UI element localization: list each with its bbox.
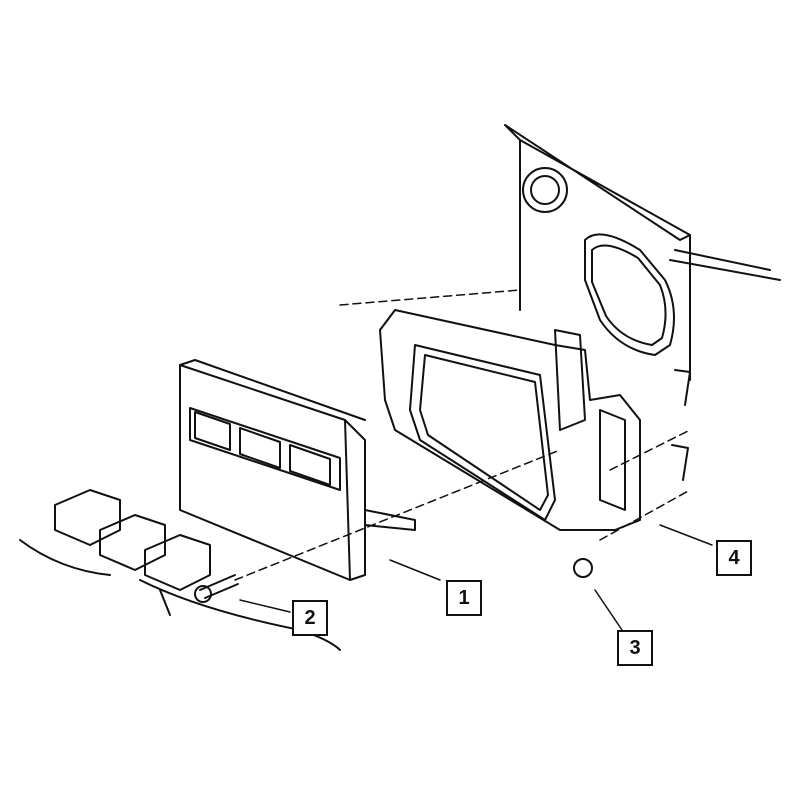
callout-3: 3: [617, 630, 653, 666]
callout-1: 1: [446, 580, 482, 616]
mounting-panel: [504, 124, 781, 381]
wiring-connectors: [19, 489, 341, 651]
leader-lines: [234, 289, 713, 631]
fasteners: [194, 369, 691, 603]
control-module: [179, 359, 416, 581]
callout-2: 2: [292, 600, 328, 636]
mounting-bracket: [379, 309, 641, 531]
callout-4: 4: [716, 540, 752, 576]
